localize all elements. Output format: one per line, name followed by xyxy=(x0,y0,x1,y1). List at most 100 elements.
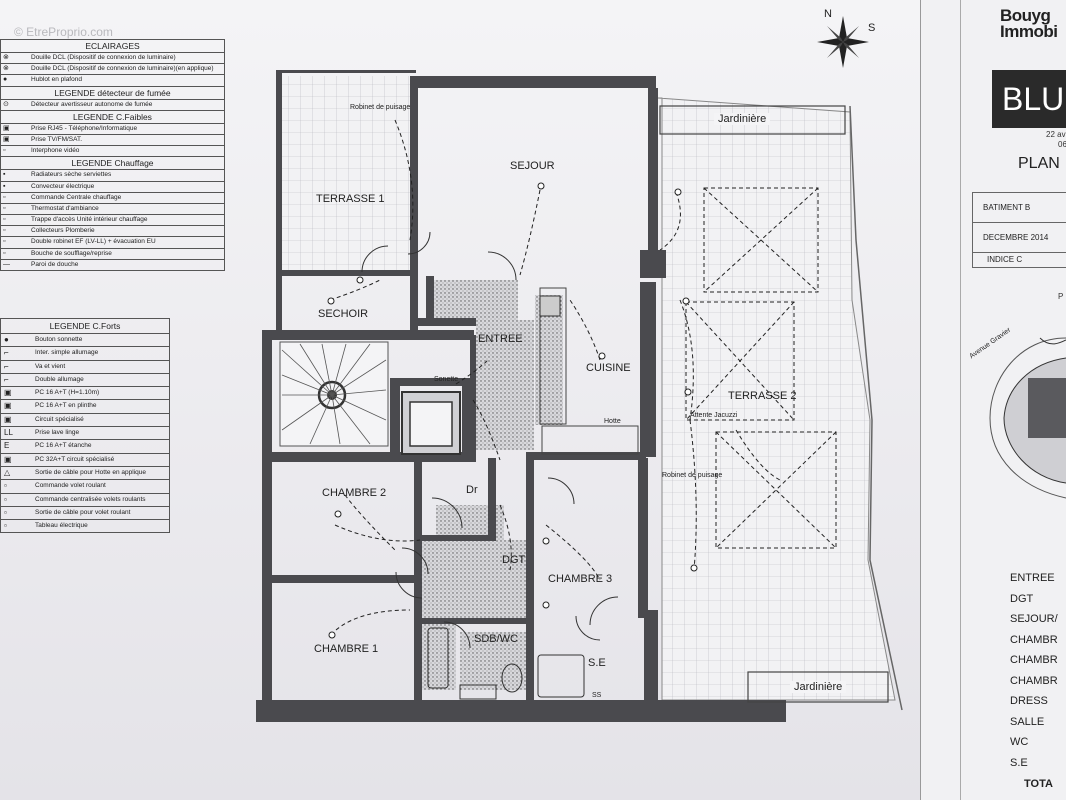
room-sejour: SEJOUR xyxy=(510,160,555,172)
surface-row: CHAMBR xyxy=(1010,674,1058,687)
legend-item: Radiateurs sèche serviettes xyxy=(31,171,112,179)
hatched-areas xyxy=(418,280,563,690)
room-terrasse-1: TERRASSE 1 xyxy=(316,193,385,205)
jardiniere-top-box xyxy=(659,105,846,135)
surface-room-list: ENTREE DGT SEJOUR/ CHAMBR CHAMBR CHAMBR … xyxy=(1010,568,1058,773)
kitchen-counter xyxy=(539,287,639,455)
legend-item: Trappe d'accès Unité intérieur chauffage xyxy=(31,216,148,224)
legend-item: Circuit spécialisé xyxy=(35,415,84,423)
plan-title: PLAN xyxy=(1018,155,1060,172)
walls xyxy=(256,70,786,722)
room-chambre-3: CHAMBRE 3 xyxy=(548,573,613,585)
surface-row: ENTREE xyxy=(1010,572,1055,584)
title-table: BATIMENT B DECEMBRE 2014 INDICE C xyxy=(972,192,1066,268)
room-chambre-2: CHAMBRE 2 xyxy=(322,487,387,499)
legend-chauffage-title: LEGENDE Chauffage xyxy=(0,156,225,170)
location-map xyxy=(989,337,1066,499)
legend-item: Thermostat d'ambiance xyxy=(31,204,99,212)
surface-row: S.E xyxy=(1010,756,1028,769)
legend-item: Hublot en plafond xyxy=(31,76,82,84)
address-line-1: 22 av xyxy=(1046,130,1066,139)
door-swings xyxy=(361,231,619,649)
compass-rose xyxy=(817,16,869,68)
legend-item: Prise lave linge xyxy=(35,429,80,437)
surface-row: SEJOUR/ xyxy=(1010,613,1058,625)
room-entree: ENTREE xyxy=(478,333,523,345)
room-sechoir: SECHOIR xyxy=(318,308,369,320)
surface-row: DGT xyxy=(1010,592,1034,605)
legend-forts: LEGENDE C.Forts ●Bouton sonnette ⌐Inter.… xyxy=(0,318,170,534)
project-name: BLU xyxy=(992,70,1066,128)
room-salle-eau: S.E xyxy=(588,657,606,669)
legend-item: Douille DCL (Dispositif de connexion de … xyxy=(31,65,214,73)
annotation-ss: SS xyxy=(592,692,602,699)
legend-item: Commande Centrale chauffage xyxy=(31,193,122,201)
legend-item: Tableau électrique xyxy=(35,522,88,530)
legend-item: Va et vient xyxy=(35,362,66,370)
address-line-2: 06 xyxy=(1058,140,1066,149)
room-cuisine: CUISINE xyxy=(586,362,631,374)
room-dressing: Dr xyxy=(466,484,478,496)
annotation-robinet-2: Robinet de puisage xyxy=(662,472,723,479)
legend-item: PC 16 A+T (H=1.10m) xyxy=(35,389,100,397)
jardiniere-bottom-box xyxy=(747,671,889,703)
compass-north: N xyxy=(824,8,832,20)
legend-item: PC 16 A+T en plinthe xyxy=(35,402,97,410)
watermark: © EtreProprio.com xyxy=(14,25,113,39)
surface-row: CHAMBR xyxy=(1010,633,1058,646)
legend-item: Douille DCL (Dispositif de connexion de … xyxy=(31,54,176,61)
annotation-jardiniere-top: Jardinière xyxy=(714,113,771,125)
annotation-sonette: Sonette xyxy=(434,376,459,383)
title-block-inner xyxy=(960,0,1066,800)
legend-block: ECLAIRAGES ⊗Douille DCL (Dispositif de c… xyxy=(0,39,225,271)
terrace-pergola-marks xyxy=(685,187,837,549)
legend-item: Prise TV/FM/SAT. xyxy=(31,135,83,143)
legend-item: PC 16 A+T étanche xyxy=(35,442,92,450)
indice-cell: INDICE C xyxy=(972,252,1066,268)
legend-item: Collecteurs Plomberie xyxy=(31,227,95,235)
legend-item: Sortie de câble pour volet roulant xyxy=(35,508,131,516)
legend-fumee-title: LEGENDE détecteur de fumée xyxy=(0,85,225,99)
legend-item: Inter. simple allumage xyxy=(35,349,99,357)
legend-forts-title: LEGENDE C.Forts xyxy=(0,318,170,333)
legend-item: Commande centralisée volets roulants xyxy=(35,495,146,503)
bathroom-fixtures xyxy=(427,627,585,700)
room-degagement: DGT xyxy=(502,554,526,566)
legend-eclairages-title: ECLAIRAGES xyxy=(0,39,225,52)
date-cell: DECEMBRE 2014 xyxy=(972,222,1066,252)
legend-item: Convecteur électrique xyxy=(31,182,95,190)
legend-faibles-title: LEGENDE C.Faibles xyxy=(0,109,225,123)
room-terrasse-2: TERRASSE 2 xyxy=(728,390,797,402)
electrical-wiring xyxy=(329,119,781,631)
legend-item: Sortie de câble pour Hotte en applique xyxy=(35,468,146,476)
terrasse-1-floor xyxy=(282,76,414,272)
surface-total: TOTA xyxy=(1024,778,1053,790)
p-label: P xyxy=(1058,292,1064,301)
elevator-shaft xyxy=(401,391,461,455)
legend-item: Commande volet roulant xyxy=(35,482,106,490)
batiment-cell: BATIMENT B xyxy=(972,192,1066,222)
room-sdb-wc: SDB/WC xyxy=(474,633,518,645)
legend-item: Paroi de douche xyxy=(31,260,79,268)
legend-item: PC 32A+T circuit spécialisé xyxy=(35,455,115,463)
annotation-jardiniere-bottom: Jardinière xyxy=(790,681,847,693)
surface-row: WC xyxy=(1010,736,1029,748)
annotation-hotte: Hotte xyxy=(604,418,621,425)
legend-item: Bouton sonnette xyxy=(35,336,83,343)
terrace-edge xyxy=(849,105,903,711)
room-chambre-1: CHAMBRE 1 xyxy=(314,643,379,655)
terrasse-2-floor xyxy=(657,97,896,701)
legend-item: Double allumage xyxy=(35,375,84,383)
staircase xyxy=(279,341,389,447)
annotation-jacuzzi: Attente Jacuzzi xyxy=(690,412,738,419)
compass-south: S xyxy=(868,22,876,34)
legend-item: Double robinet EF (LV-LL) + évacuation E… xyxy=(31,238,156,246)
surface-row: DRESS xyxy=(1010,695,1048,707)
legend-item: Prise RJ45 - Téléphone/Informatique xyxy=(31,124,138,132)
legend-item: Interphone vidéo xyxy=(31,147,80,155)
surface-row: CHAMBR xyxy=(1010,654,1058,666)
annotation-robinet-1: Robinet de puisage xyxy=(350,104,411,111)
legend-item: Détecteur avertisseur autonome de fumée xyxy=(31,100,153,108)
light-points xyxy=(327,182,698,639)
